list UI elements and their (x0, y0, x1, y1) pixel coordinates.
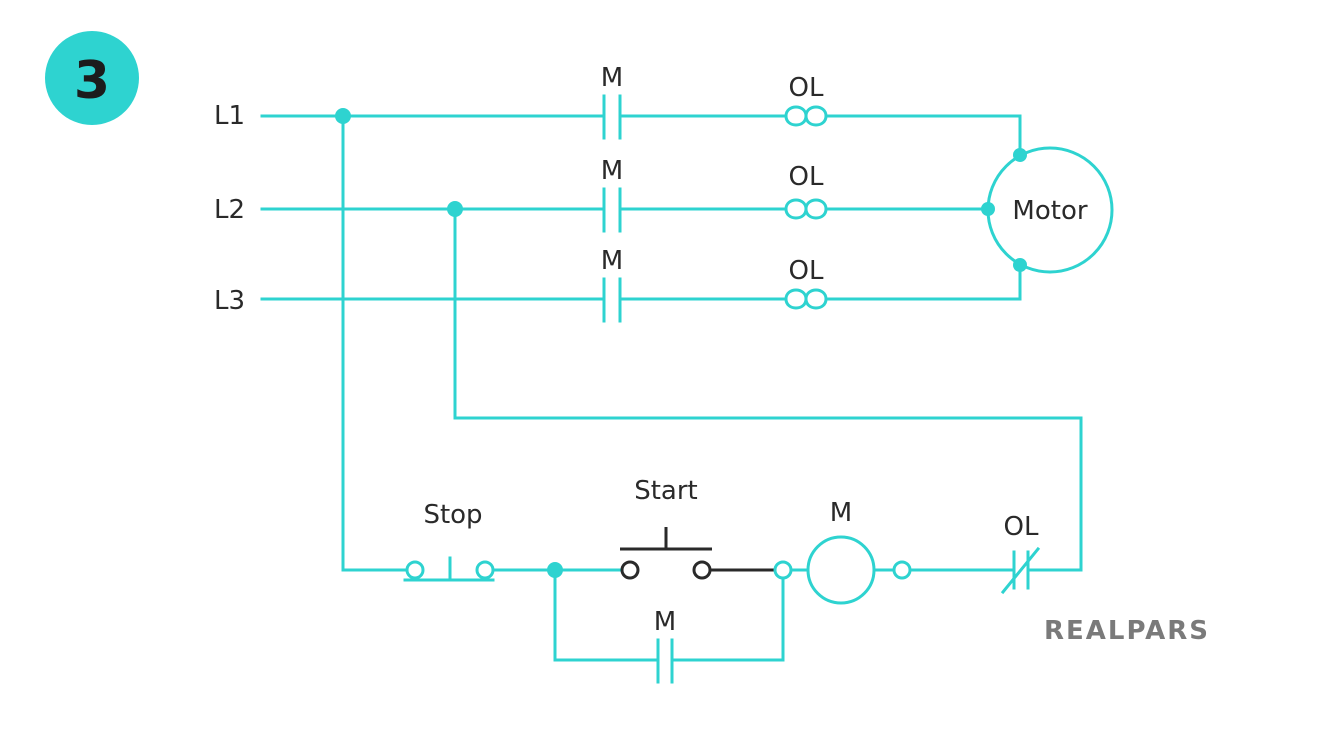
motor-terminal-1 (1013, 148, 1027, 162)
overload-heater-l2: OL (784, 162, 828, 220)
start-terminal-right (692, 560, 712, 580)
stop-terminal-right (475, 560, 495, 580)
contact-m-l3-label: M (601, 246, 623, 276)
power-line-l3 (260, 263, 1022, 301)
coil-m: M (773, 498, 912, 605)
step-badge-circle (45, 31, 139, 125)
motor-label: Motor (1012, 196, 1087, 226)
coil-terminal-left (773, 560, 793, 580)
motor-terminal-2 (981, 202, 995, 216)
control-feed-l1 (341, 114, 409, 572)
overload-heater-l2-label: OL (789, 162, 824, 192)
step-badge: 3 (45, 31, 139, 125)
stop-label: Stop (423, 500, 482, 530)
holding-contact-label: M (654, 607, 676, 637)
overload-heater-l1: OL (784, 73, 828, 127)
control-return-l2 (453, 207, 1083, 572)
contact-m-l2: M (601, 156, 623, 233)
start-label: Start (634, 476, 698, 506)
stop-pushbutton: Stop (403, 500, 495, 582)
overload-contact-label: OL (1004, 512, 1039, 542)
line-label-l3: L3 (214, 286, 245, 316)
overload-heater-l3: OL (784, 256, 828, 310)
step-badge-number: 3 (74, 51, 110, 111)
motor-terminal-3 (1013, 258, 1027, 272)
contact-m-l3: M (601, 246, 623, 323)
power-line-l1 (260, 114, 1022, 157)
start-pushbutton: Start (620, 476, 712, 580)
motor: Motor (981, 146, 1114, 274)
coil-label: M (830, 498, 852, 528)
line-label-l2: L2 (214, 195, 245, 225)
overload-heater-l1-label: OL (789, 73, 824, 103)
coil-circle (806, 535, 876, 605)
contact-m-l2-label: M (601, 156, 623, 186)
stop-terminal-left (405, 560, 425, 580)
contact-m-l1: M (601, 63, 623, 140)
holding-contact-m: M (553, 568, 785, 684)
overload-contact: OL (1000, 512, 1042, 595)
coil-terminal-right (892, 560, 912, 580)
contact-m-l1-label: M (601, 63, 623, 93)
line-label-l1: L1 (214, 101, 245, 131)
start-terminal-left (620, 560, 640, 580)
brand-logo: REALPARS (1044, 616, 1210, 646)
overload-heater-l3-label: OL (789, 256, 824, 286)
